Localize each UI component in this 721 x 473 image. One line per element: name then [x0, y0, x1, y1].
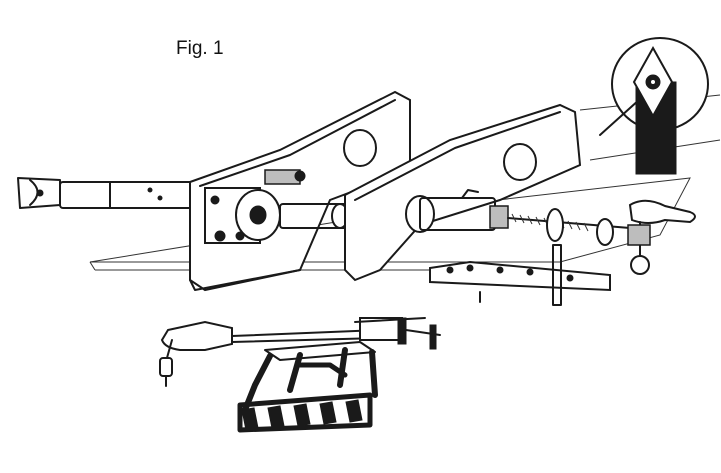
- cutting-insert-detail-icon: [599, 37, 709, 175]
- left-shaft: [17, 177, 196, 209]
- crank-handle: [627, 199, 696, 275]
- support-rail: [429, 244, 611, 306]
- grinding-jig-assembly-icon: [237, 341, 378, 433]
- figure-label: Fig. 1: [176, 38, 224, 59]
- right-shaft: [405, 189, 631, 246]
- right-upright-plate: [344, 103, 582, 282]
- drill-with-stand-icon: [159, 317, 441, 387]
- left-bearing-block: [204, 169, 306, 244]
